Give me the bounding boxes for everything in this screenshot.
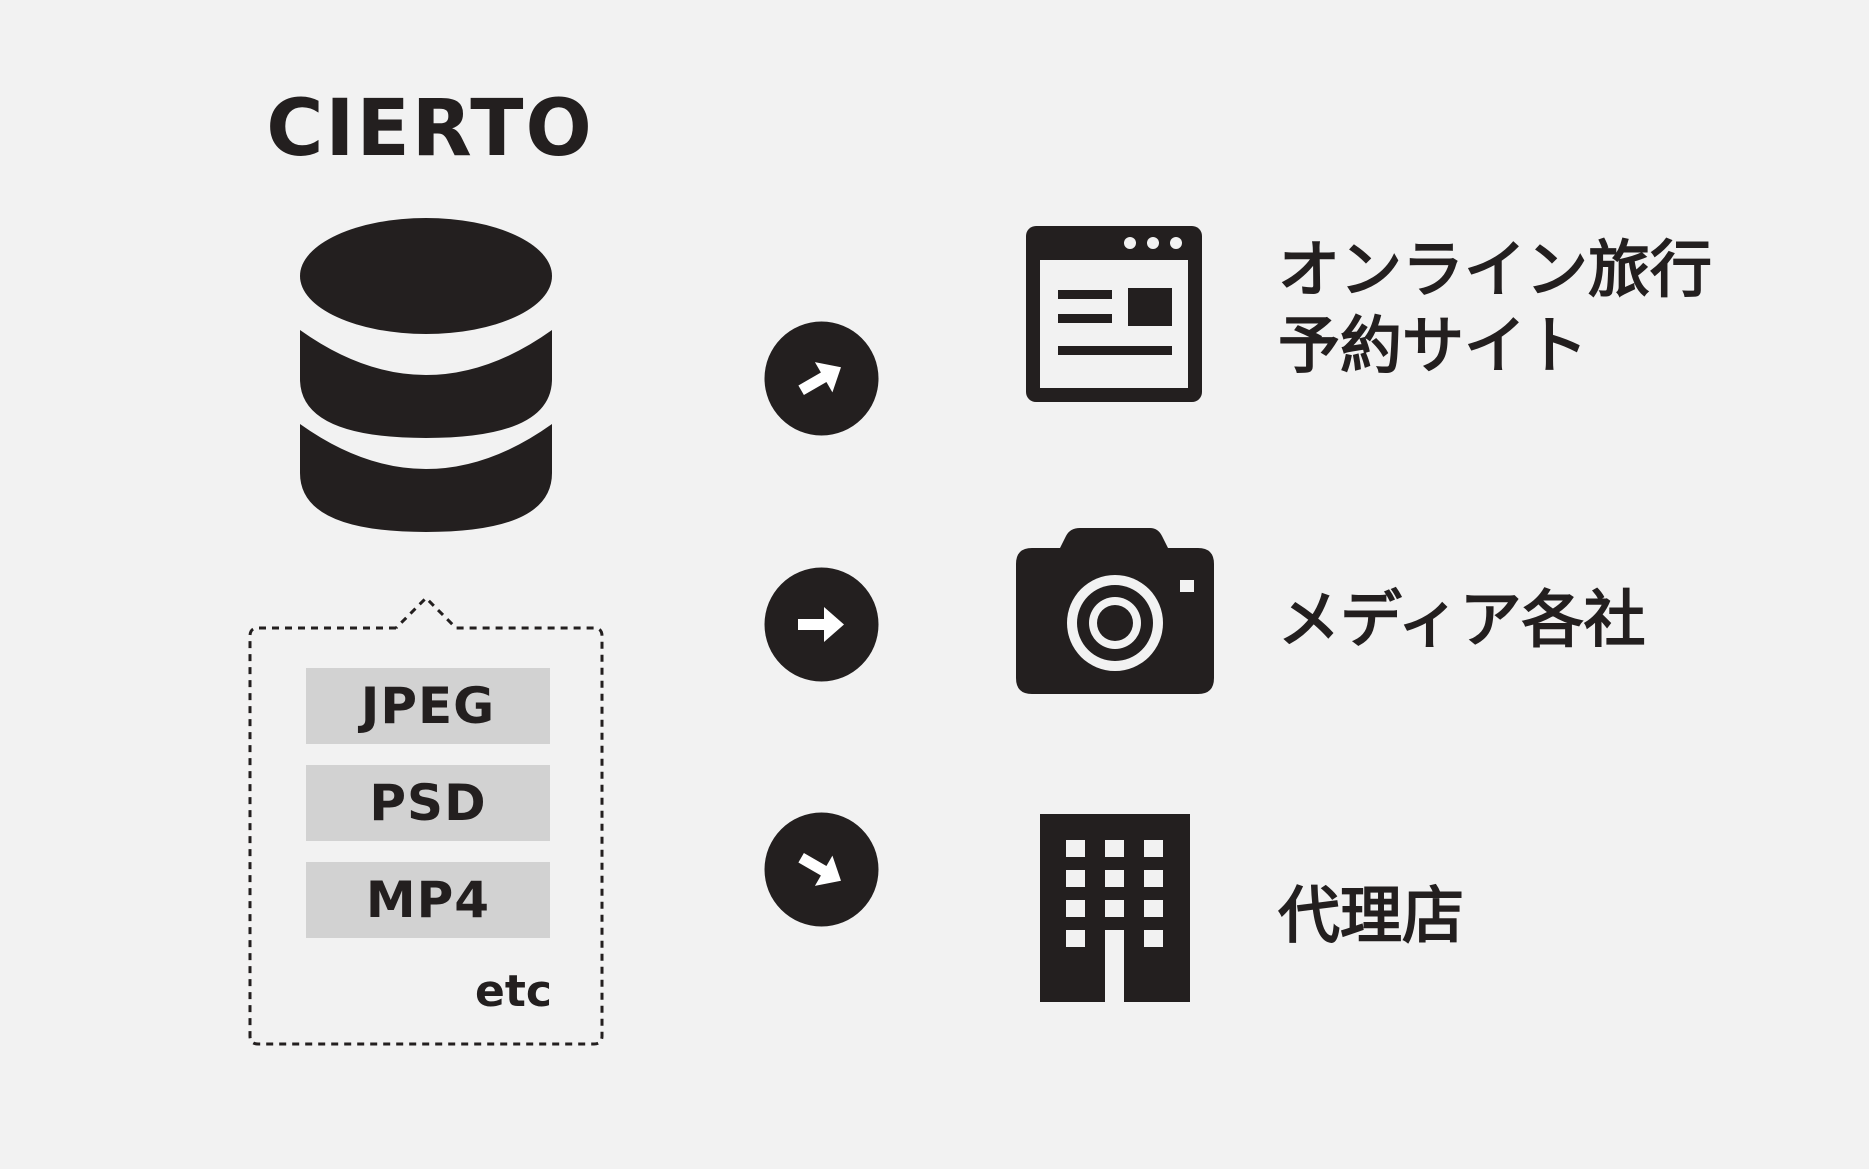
destination-label-line: オンライン旅行 xyxy=(1278,233,1713,306)
destination-label-line: 予約サイト xyxy=(1278,308,1589,382)
format-jpeg: JPEG xyxy=(306,668,550,744)
arrow-up-right-icon xyxy=(764,321,879,436)
arrow-right-icon xyxy=(764,567,879,682)
destination-label-line: 代理店 xyxy=(1278,879,1465,952)
building-icon xyxy=(1040,814,1190,1002)
format-psd: PSD xyxy=(306,765,550,841)
destination-label-agency: 代理店 xyxy=(1278,878,1464,954)
arrow-down-right-icon xyxy=(764,812,879,927)
etc-label: etc xyxy=(475,966,552,1017)
database-icon xyxy=(300,218,552,532)
destination-label-line: メディア各社 xyxy=(1278,583,1646,656)
camera-icon xyxy=(1016,528,1214,694)
browser-window-icon xyxy=(1026,226,1202,402)
destination-label-travel: オンライン旅行 予約サイト xyxy=(1278,232,1712,383)
source-title: CIERTO xyxy=(266,84,594,174)
format-mp4: MP4 xyxy=(306,862,550,938)
destination-label-media: メディア各社 xyxy=(1278,582,1646,658)
